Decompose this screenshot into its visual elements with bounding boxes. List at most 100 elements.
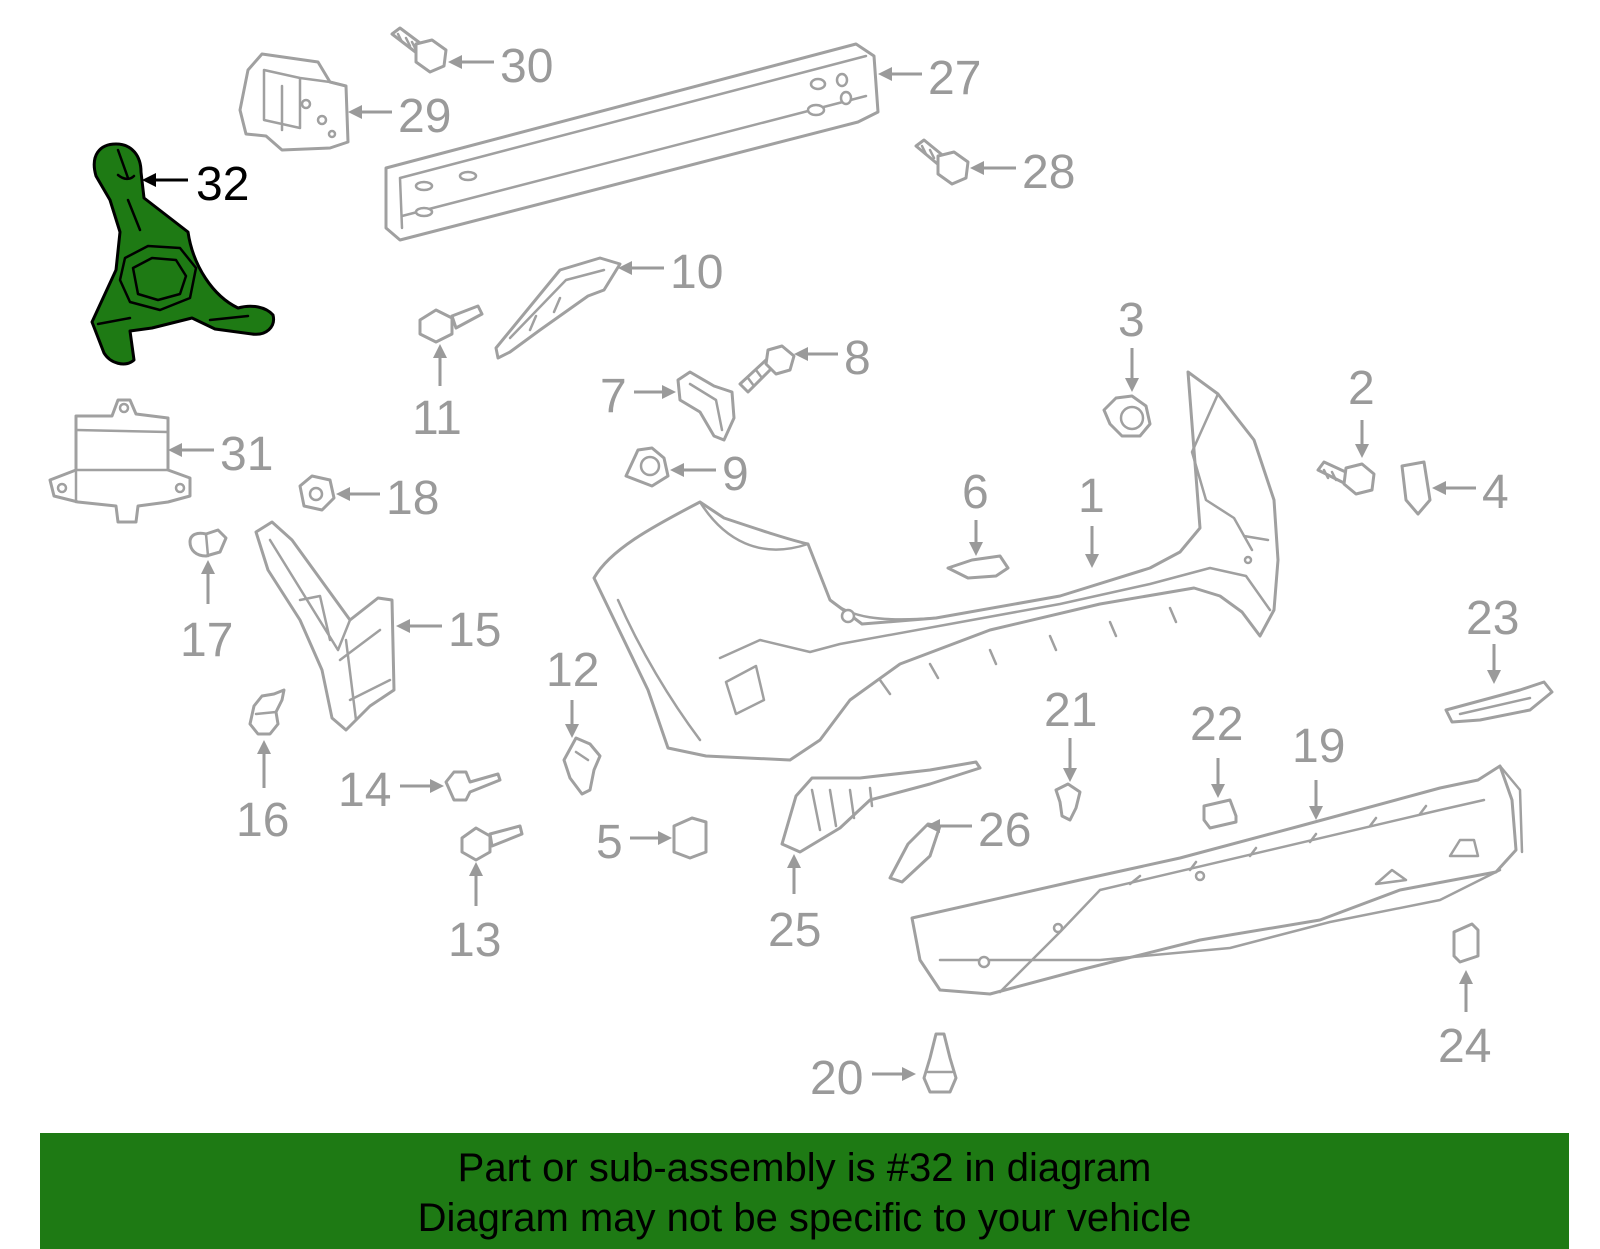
callout-18: 18 (336, 472, 439, 525)
part-3-grommet[interactable] (1102, 394, 1152, 438)
callout-20: 20 (810, 1052, 916, 1105)
svg-text:22: 22 (1190, 698, 1243, 751)
svg-text:27: 27 (928, 52, 981, 105)
callout-19: 19 (1292, 720, 1345, 820)
svg-text:3: 3 (1118, 294, 1145, 347)
callout-13: 13 (448, 862, 501, 967)
svg-text:4: 4 (1482, 466, 1509, 519)
callout-7: 7 (600, 370, 676, 423)
svg-text:30: 30 (500, 40, 553, 93)
svg-text:23: 23 (1466, 592, 1519, 645)
svg-text:16: 16 (236, 794, 289, 847)
callout-26: 26 (926, 804, 1031, 857)
part-23-reflector[interactable] (1444, 680, 1554, 724)
svg-text:11: 11 (412, 392, 462, 445)
callout-9: 9 (670, 448, 749, 501)
part-2-bolt[interactable] (1316, 460, 1376, 496)
callout-5: 5 (596, 816, 672, 869)
svg-text:15: 15 (448, 604, 501, 657)
callout-11: 11 (412, 344, 462, 445)
part-info-banner: Part or sub-assembly is #32 in diagram D… (40, 1133, 1569, 1249)
svg-text:1: 1 (1078, 470, 1105, 523)
part-10-bracket[interactable] (494, 256, 622, 360)
callout-23: 23 (1466, 592, 1519, 684)
part-14-clip[interactable] (444, 770, 502, 802)
part-31-module[interactable] (48, 398, 192, 524)
part-16-clip[interactable] (248, 688, 286, 736)
svg-text:7: 7 (600, 370, 627, 423)
callout-29: 29 (348, 90, 451, 143)
part-32-bracket[interactable] (90, 142, 276, 366)
callout-14: 14 (338, 764, 444, 817)
callout-label: 32 (196, 158, 249, 211)
callout-28: 28 (970, 146, 1075, 199)
part-6-reflector[interactable] (946, 554, 1010, 580)
part-4-cap[interactable] (1400, 460, 1432, 516)
callout-25: 25 (768, 854, 821, 957)
svg-text:29: 29 (398, 90, 451, 143)
part-29-bracket[interactable] (238, 52, 350, 152)
callout-21: 21 (1044, 684, 1097, 782)
part-25-molding[interactable] (780, 760, 982, 854)
svg-text:26: 26 (978, 804, 1031, 857)
part-18-nut[interactable] (298, 474, 336, 512)
part-15-bracket[interactable] (254, 520, 396, 732)
part-1-bumper-cover[interactable] (592, 370, 1280, 762)
svg-text:13: 13 (448, 914, 501, 967)
svg-text:14: 14 (338, 764, 391, 817)
svg-text:20: 20 (810, 1052, 863, 1105)
part-11-bolt[interactable] (418, 304, 484, 344)
callout-2: 2 (1348, 362, 1375, 458)
part-12-bracket[interactable] (562, 736, 602, 796)
svg-text:12: 12 (546, 644, 599, 697)
svg-text:25: 25 (768, 904, 821, 957)
svg-text:6: 6 (962, 466, 989, 519)
part-21-clip[interactable] (1054, 782, 1082, 822)
callout-27: 27 (878, 52, 981, 105)
svg-text:17: 17 (180, 614, 233, 667)
callout-10: 10 (618, 246, 723, 299)
part-5-cap[interactable] (672, 816, 708, 860)
part-30-bolt[interactable] (390, 26, 448, 74)
part-27-reinforcement[interactable] (384, 42, 880, 242)
svg-text:18: 18 (386, 472, 439, 525)
callout-3: 3 (1118, 294, 1145, 392)
part-24-cap[interactable] (1452, 922, 1480, 964)
callout-16: 16 (236, 740, 289, 847)
svg-text:28: 28 (1022, 146, 1075, 199)
callout-17: 17 (180, 560, 233, 667)
callout-15: 15 (396, 604, 501, 657)
callout-12: 12 (546, 644, 599, 738)
svg-text:19: 19 (1292, 720, 1345, 773)
part-22-cap[interactable] (1202, 798, 1238, 830)
part-28-bolt[interactable] (914, 138, 970, 186)
part-19-lower-cover[interactable] (910, 764, 1524, 996)
svg-text:8: 8 (844, 332, 871, 385)
callout-1: 1 (1078, 470, 1105, 568)
svg-text:5: 5 (596, 816, 623, 869)
svg-text:9: 9 (722, 448, 749, 501)
part-13-bolt[interactable] (460, 824, 524, 862)
callout-24: 24 (1438, 970, 1491, 1073)
part-9-grommet[interactable] (624, 446, 670, 488)
banner-line-1: Part or sub-assembly is #32 in diagram (457, 1146, 1152, 1190)
callout-22: 22 (1190, 698, 1243, 798)
callout-30: 30 (448, 40, 553, 93)
callout-32: 32 (142, 158, 249, 211)
svg-text:24: 24 (1438, 1020, 1491, 1073)
part-8-bolt[interactable] (738, 344, 796, 394)
part-17-clip[interactable] (188, 528, 228, 558)
part-20-clip[interactable] (922, 1032, 958, 1094)
callout-4: 4 (1432, 466, 1509, 519)
callout-6: 6 (962, 466, 989, 556)
svg-text:10: 10 (670, 246, 723, 299)
callout-8: 8 (794, 332, 871, 385)
banner-line-2: Diagram may not be specific to your vehi… (417, 1196, 1192, 1240)
part-26-reflector[interactable] (888, 822, 942, 884)
callout-31: 31 (168, 428, 273, 481)
svg-text:21: 21 (1044, 684, 1097, 737)
svg-text:31: 31 (220, 428, 273, 481)
part-7-bracket[interactable] (676, 370, 736, 442)
svg-text:2: 2 (1348, 362, 1375, 415)
